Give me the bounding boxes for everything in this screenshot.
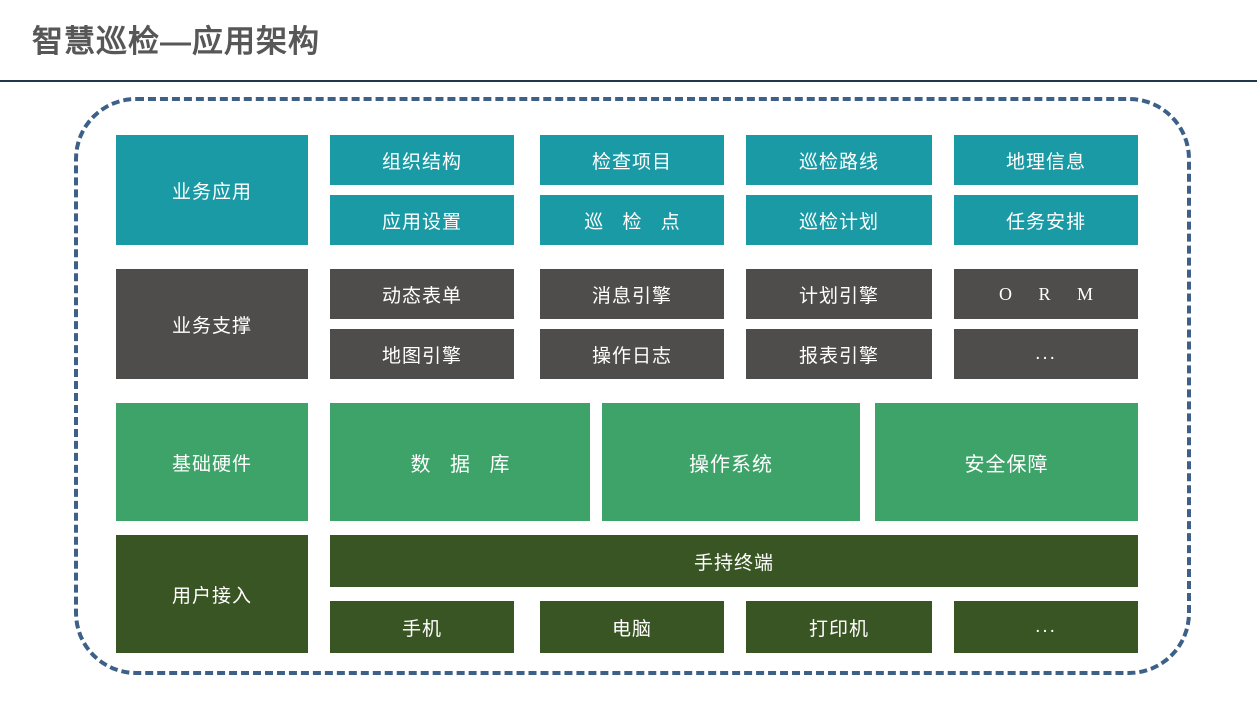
module-box-message-engine[interactable]: 消息引擎 <box>540 269 724 319</box>
module-box-printer[interactable]: 打印机 <box>746 601 932 653</box>
layer-label-user-access: 用户接入 <box>116 535 308 653</box>
module-box-operating-system[interactable]: 操作系统 <box>602 403 860 521</box>
module-box-inspection-item[interactable]: 检查项目 <box>540 135 724 185</box>
layer-row-basic-hardware: 基础硬件 数 据 库 操作系统 安全保障 <box>116 403 1138 521</box>
module-box-organization-structure[interactable]: 组织结构 <box>330 135 514 185</box>
module-box-computer[interactable]: 电脑 <box>540 601 724 653</box>
module-box-dynamic-form[interactable]: 动态表单 <box>330 269 514 319</box>
page-title: 智慧巡检—应用架构 <box>32 24 320 59</box>
page-header: 智慧巡检—应用架构 <box>0 0 1257 82</box>
module-box-handheld-terminal[interactable]: 手持终端 <box>330 535 1138 587</box>
module-box-plan-engine[interactable]: 计划引擎 <box>746 269 932 319</box>
module-box-map-engine[interactable]: 地图引擎 <box>330 329 514 379</box>
module-box-inspection-plan[interactable]: 巡检计划 <box>746 195 932 245</box>
module-box-inspection-point[interactable]: 巡 检 点 <box>540 195 724 245</box>
module-box-report-engine[interactable]: 报表引擎 <box>746 329 932 379</box>
layer-row-user-access: 用户接入 手持终端 手机 电脑 打印机 ... <box>116 535 1138 653</box>
module-box-orm[interactable]: O R M <box>954 269 1138 319</box>
header-divider <box>0 80 1257 82</box>
module-box-database[interactable]: 数 据 库 <box>330 403 590 521</box>
module-box-inspection-route[interactable]: 巡检路线 <box>746 135 932 185</box>
architecture-dashed-frame <box>74 97 1191 675</box>
layer-row-business-support: 业务支撑 动态表单 消息引擎 计划引擎 O R M 地图引擎 操作日志 报表引擎… <box>116 269 1138 379</box>
module-box-security-assurance[interactable]: 安全保障 <box>875 403 1138 521</box>
module-box-user-access-more[interactable]: ... <box>954 601 1138 653</box>
module-box-task-arrangement[interactable]: 任务安排 <box>954 195 1138 245</box>
module-box-application-settings[interactable]: 应用设置 <box>330 195 514 245</box>
module-box-operation-log[interactable]: 操作日志 <box>540 329 724 379</box>
layer-row-business-application: 业务应用 组织结构 检查项目 巡检路线 地理信息 应用设置 巡 检 点 巡检计划… <box>116 135 1138 245</box>
module-box-mobile-phone[interactable]: 手机 <box>330 601 514 653</box>
layer-label-basic-hardware: 基础硬件 <box>116 403 308 521</box>
layer-label-business-support: 业务支撑 <box>116 269 308 379</box>
module-box-support-more[interactable]: ... <box>954 329 1138 379</box>
layer-label-business-application: 业务应用 <box>116 135 308 245</box>
module-box-geographic-information[interactable]: 地理信息 <box>954 135 1138 185</box>
